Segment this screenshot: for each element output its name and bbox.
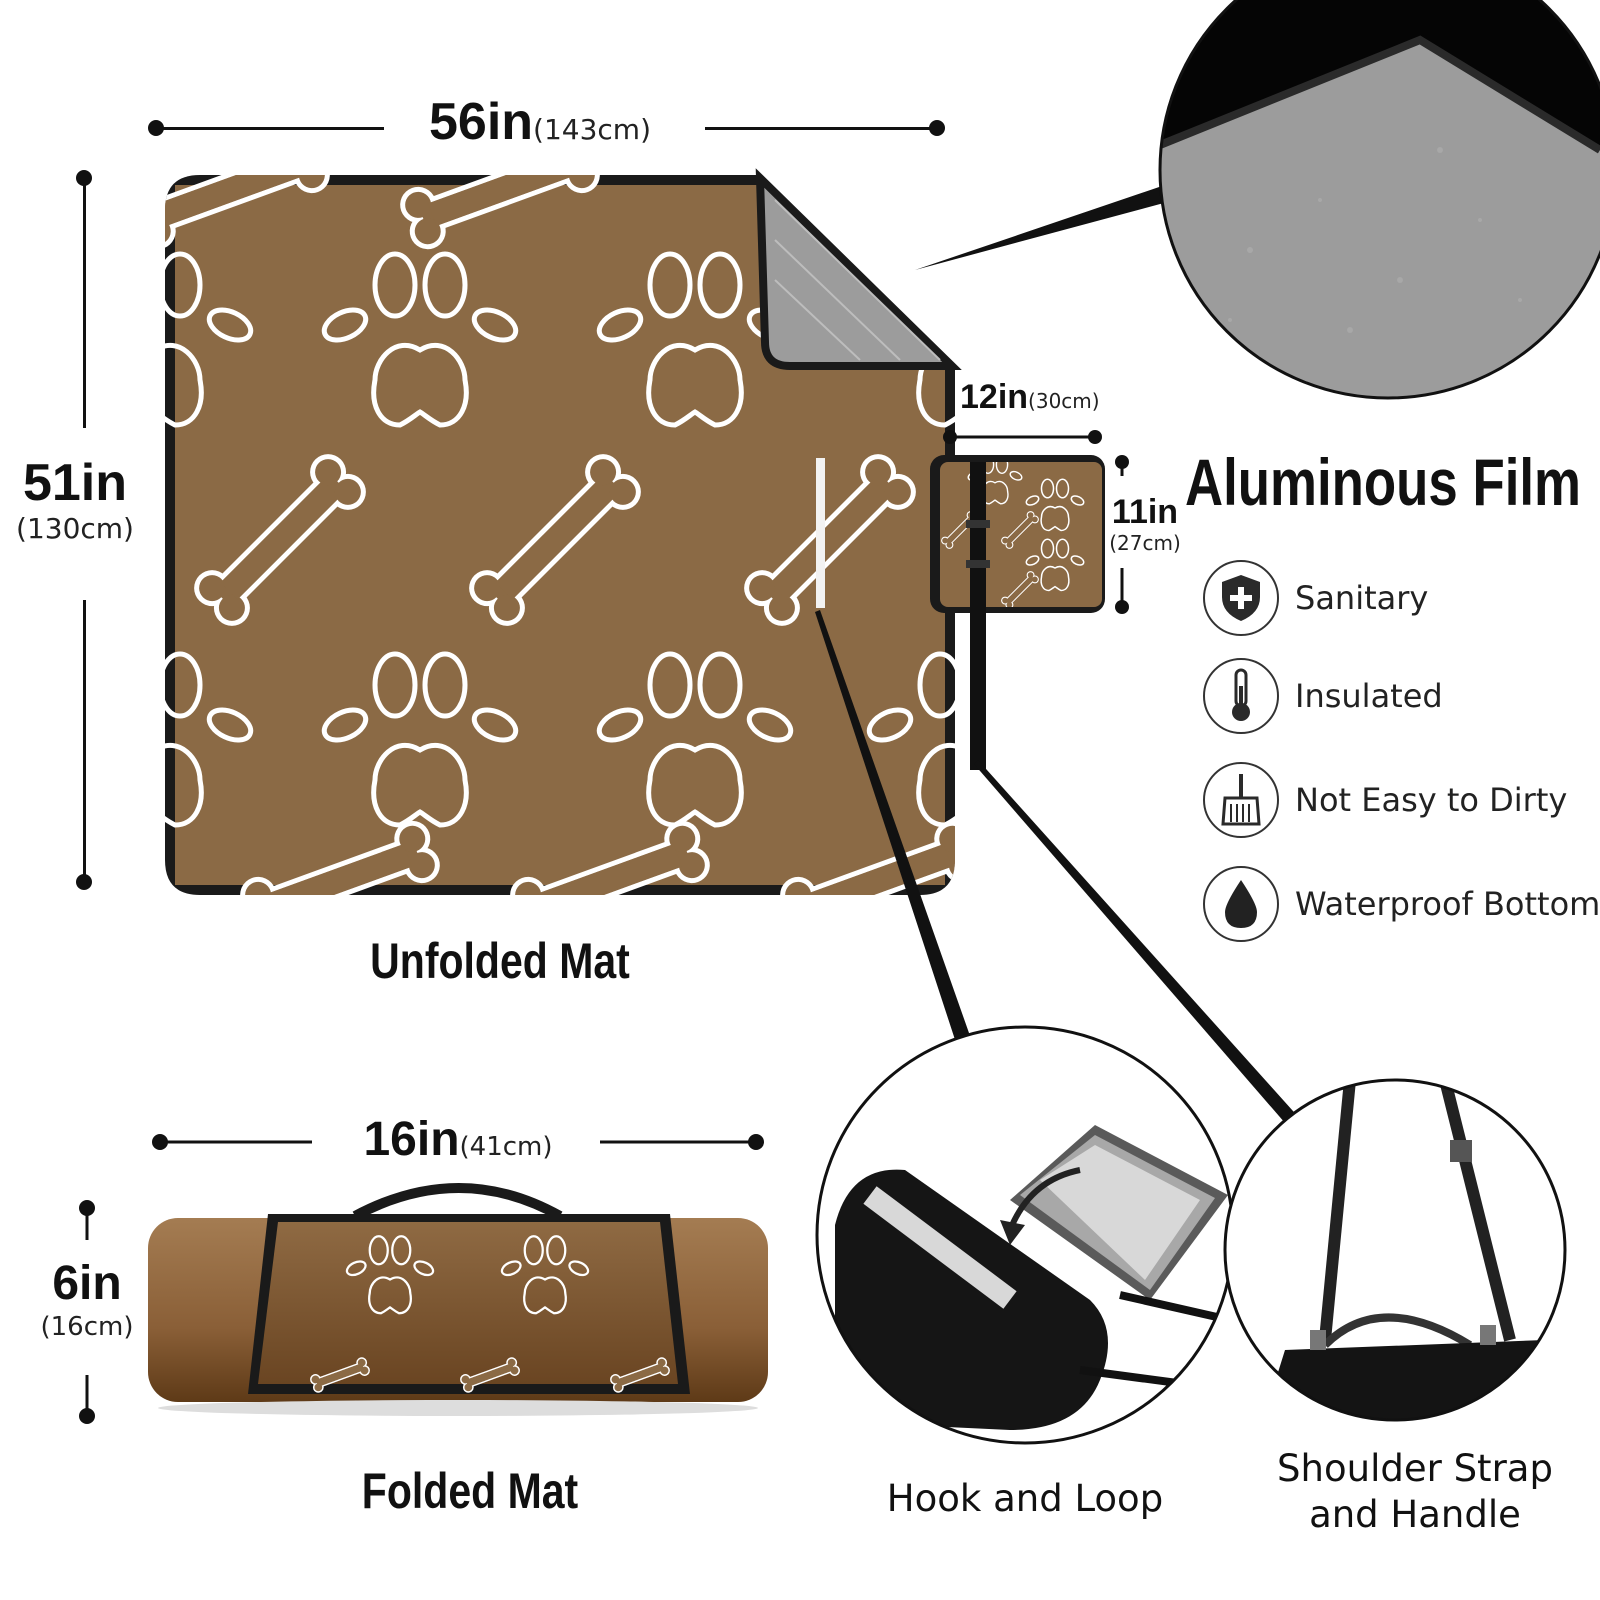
- folded-width-metric: (41cm): [459, 1132, 553, 1162]
- folded-caption: Folded Mat: [361, 1463, 579, 1519]
- folded-height-label: 6in (16cm): [12, 1258, 162, 1344]
- flap-height-label: 11in (27cm): [1105, 493, 1185, 555]
- folded-height-value: 6in: [52, 1257, 122, 1310]
- strap-caption: Shoulder Strap and Handle: [1265, 1446, 1565, 1538]
- width-metric: (143cm): [533, 113, 652, 146]
- width-dim-dot-right: [929, 120, 945, 136]
- height-value: 51in: [22, 454, 128, 512]
- feature-label-sanitary: Sanitary: [1295, 579, 1429, 617]
- unfolded-caption: Unfolded Mat: [370, 933, 630, 989]
- folded-width-value: 16in: [363, 1113, 460, 1166]
- height-dim-dot-bottom: [76, 874, 92, 890]
- strap-caption-line1: Shoulder Strap: [1277, 1447, 1553, 1490]
- width-dim-line-left: [156, 127, 384, 130]
- height-metric: (130cm): [16, 512, 134, 545]
- flap-height-value: 11in: [1111, 493, 1179, 531]
- strap-caption-line2: and Handle: [1309, 1493, 1521, 1536]
- feature-label-waterproof: Waterproof Bottom: [1295, 885, 1600, 923]
- water-drop-icon: [1203, 866, 1279, 942]
- hook-loop-caption: Hook and Loop: [886, 1477, 1164, 1520]
- feature-waterproof: Waterproof Bottom: [1203, 864, 1600, 944]
- height-dim-line-bottom: [83, 600, 86, 882]
- folded-width-label: 16in(41cm): [318, 1112, 598, 1167]
- flap-height-metric: (27cm): [1109, 531, 1181, 555]
- shield-plus-icon: [1203, 560, 1279, 636]
- folded-height-metric: (16cm): [40, 1312, 134, 1342]
- feature-sanitary: Sanitary: [1203, 558, 1428, 638]
- flap-width-metric: (30cm): [1028, 389, 1100, 413]
- width-dim-label: 56in(143cm): [390, 92, 690, 152]
- height-dim-line-top: [83, 178, 86, 428]
- width-value: 56in: [428, 93, 534, 151]
- thermometer-icon: [1203, 658, 1279, 734]
- feature-label-insulated: Insulated: [1295, 677, 1443, 715]
- height-dim-label: 51in (130cm): [0, 455, 150, 547]
- flap-width-value: 12in: [960, 378, 1029, 416]
- feature-not-easy-dirty: Not Easy to Dirty: [1203, 760, 1567, 840]
- feature-label-not-easy-dirty: Not Easy to Dirty: [1295, 781, 1568, 819]
- film-title: Aluminous Film: [1185, 445, 1581, 519]
- flap-width-label: 12in(30cm): [960, 378, 1100, 417]
- dustpan-icon: [1203, 762, 1279, 838]
- feature-insulated: Insulated: [1203, 656, 1443, 736]
- width-dim-line-right: [705, 127, 937, 130]
